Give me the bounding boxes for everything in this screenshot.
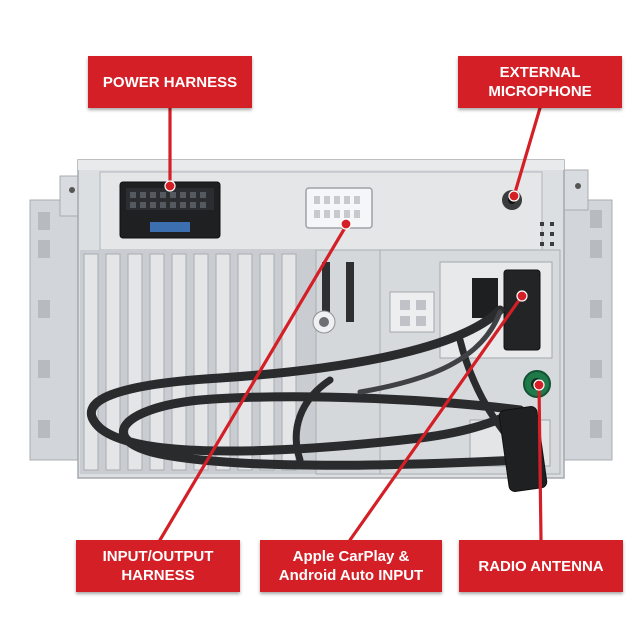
label-input-output-harness: INPUT/OUTPUT HARNESS	[76, 540, 240, 592]
label-power-harness: POWER HARNESS	[88, 56, 252, 108]
label-external-microphone-line-2: MICROPHONE	[488, 83, 592, 100]
dot-radio-antenna	[533, 379, 545, 391]
power-harness-connector	[119, 181, 221, 239]
pointer-lines	[158, 106, 543, 542]
label-external-microphone-line-1: EXTERNAL	[499, 64, 581, 81]
label-external-microphone: EXTERNAL MICROPHONE	[458, 56, 622, 108]
dot-external-microphone	[508, 190, 520, 202]
pointer-dots	[164, 180, 545, 391]
label-carplay-input: Apple CarPlay & Android Auto INPUT	[260, 540, 442, 592]
usb-plug	[498, 406, 548, 492]
dot-io-harness	[340, 218, 352, 230]
dot-power-harness	[164, 180, 176, 192]
label-io-harness-line-2: HARNESS	[121, 567, 195, 584]
pointer-radio-antenna	[537, 382, 543, 542]
dot-carplay	[516, 290, 528, 302]
label-power-harness-text: POWER HARNESS	[102, 73, 238, 91]
label-carplay-line-1: Apple CarPlay &	[292, 548, 410, 565]
label-radio-antenna: RADIO ANTENNA	[459, 540, 623, 592]
pointer-carplay	[348, 294, 524, 542]
mic-vent-holes	[540, 222, 554, 246]
io-harness-connector	[305, 187, 373, 229]
label-radio-antenna-text: RADIO ANTENNA	[478, 557, 604, 575]
label-io-harness-line-1: INPUT/OUTPUT	[102, 548, 214, 565]
usb-cable-bundle	[86, 305, 525, 470]
pointer-external-microphone	[512, 106, 542, 198]
pointer-io-harness	[158, 224, 348, 542]
label-carplay-line-2: Android Auto INPUT	[278, 567, 424, 584]
